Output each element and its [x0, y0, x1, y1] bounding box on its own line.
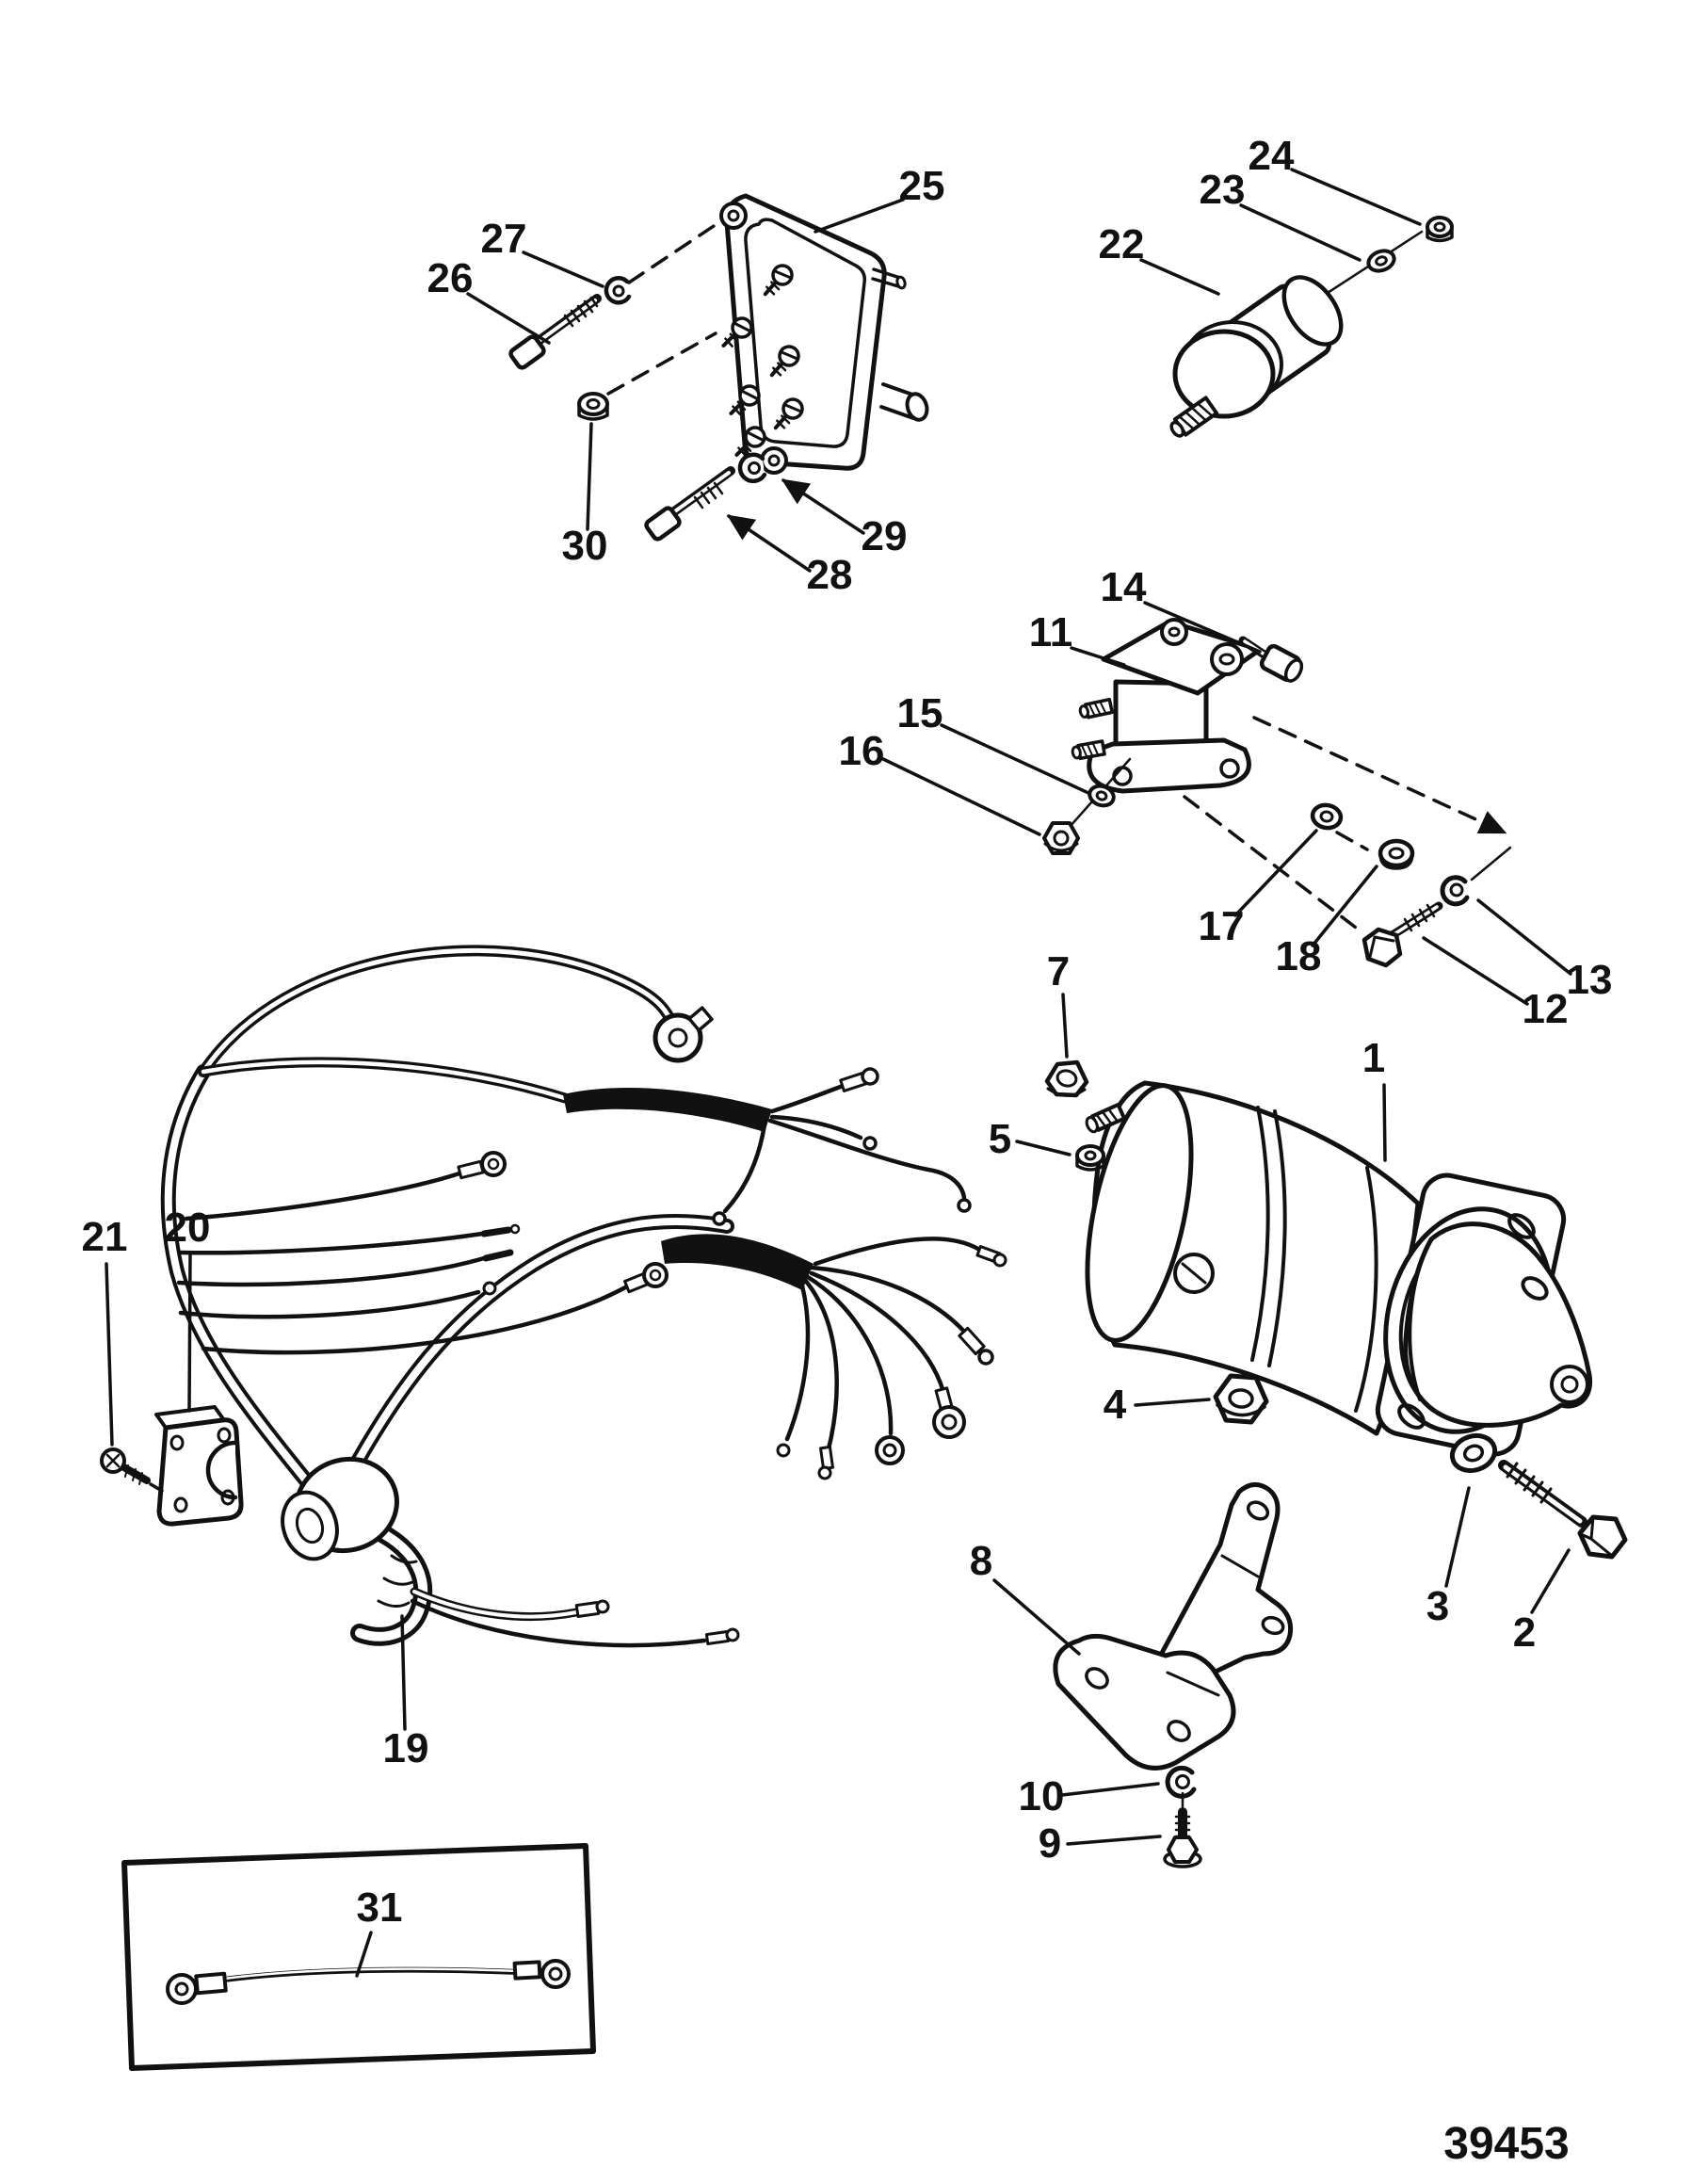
callout-11: 11 — [1029, 609, 1073, 655]
callout-23: 23 — [1200, 167, 1246, 213]
callout-30: 30 — [562, 523, 608, 569]
callout-10: 10 — [1019, 1773, 1065, 1819]
callout-20: 20 — [165, 1205, 211, 1251]
starter-drive-housing — [1403, 1221, 1593, 1428]
washer-13 — [1440, 875, 1470, 907]
part-19-engine-wiring-harness — [160, 945, 1007, 1648]
callout-27: 27 — [481, 216, 527, 262]
nut-16 — [1042, 821, 1080, 855]
bolt-2 — [1498, 1460, 1628, 1560]
callout-leaders — [105, 168, 1572, 1978]
part-25-regulator-plate — [717, 193, 929, 475]
washer-17 — [1310, 802, 1344, 831]
nut-7 — [1044, 1059, 1089, 1098]
callout-15: 15 — [897, 690, 943, 736]
callout-labels: 1 2 3 4 5 7 8 9 10 11 12 13 14 15 16 17 … — [82, 133, 1613, 1931]
washer-15 — [1068, 757, 1132, 829]
assembly-dashed-lines — [606, 224, 1512, 932]
nut-4 — [1213, 1373, 1269, 1425]
part-1-starter-motor — [1085, 1080, 1593, 1457]
bolt-28 — [644, 466, 735, 542]
callout-4: 4 — [1104, 1382, 1127, 1428]
washer-3 — [1449, 1432, 1498, 1474]
callout-28: 28 — [807, 552, 853, 598]
callout-25: 25 — [899, 163, 945, 209]
part-31-ground-cable — [121, 1843, 596, 2071]
part-22-pressure-sender — [1169, 230, 1424, 438]
part-20-clamp-block — [154, 1405, 244, 1527]
callout-18: 18 — [1276, 933, 1322, 979]
screw-9 — [1163, 1791, 1202, 1868]
nut-24 — [1426, 216, 1454, 243]
drawing-number: 39453 — [1443, 2119, 1569, 2167]
bolt-14 — [1238, 636, 1304, 683]
callout-8: 8 — [970, 1538, 992, 1584]
nut-30 — [577, 392, 609, 421]
callout-29: 29 — [862, 513, 908, 559]
part-11-starter-solenoid — [1071, 618, 1263, 794]
callout-7: 7 — [1047, 948, 1070, 995]
callout-19: 19 — [383, 1725, 429, 1771]
callout-12: 12 — [1523, 986, 1569, 1032]
washer-27 — [604, 276, 632, 305]
harness-main-connector — [281, 1456, 433, 1646]
callout-21: 21 — [82, 1214, 128, 1260]
starter-terminal-stud — [1085, 1102, 1127, 1134]
callout-24: 24 — [1249, 133, 1295, 179]
callout-1: 1 — [1362, 1035, 1385, 1081]
nut-5 — [1075, 1144, 1105, 1172]
nut-18 — [1378, 838, 1415, 870]
washer-10 — [1165, 1765, 1197, 1799]
callout-31: 31 — [357, 1884, 403, 1931]
callout-26: 26 — [427, 255, 474, 301]
bolt-12 — [1362, 901, 1443, 968]
callout-22: 22 — [1099, 221, 1145, 267]
callout-9: 9 — [1039, 1820, 1061, 1867]
washer-23 — [1366, 249, 1396, 273]
callout-13: 13 — [1567, 957, 1613, 1003]
screw-21 — [100, 1447, 164, 1493]
bullet-connector — [653, 1012, 703, 1063]
callout-2: 2 — [1513, 1609, 1536, 1656]
callout-3: 3 — [1426, 1583, 1449, 1629]
washer-29 — [737, 452, 767, 484]
inset-box — [121, 1843, 596, 2071]
callout-14: 14 — [1101, 564, 1147, 610]
callout-5: 5 — [989, 1116, 1011, 1162]
part-8-mounting-bracket — [1053, 1482, 1294, 1771]
callout-17: 17 — [1199, 903, 1245, 949]
callout-16: 16 — [839, 728, 885, 774]
bolt-26 — [508, 294, 602, 370]
